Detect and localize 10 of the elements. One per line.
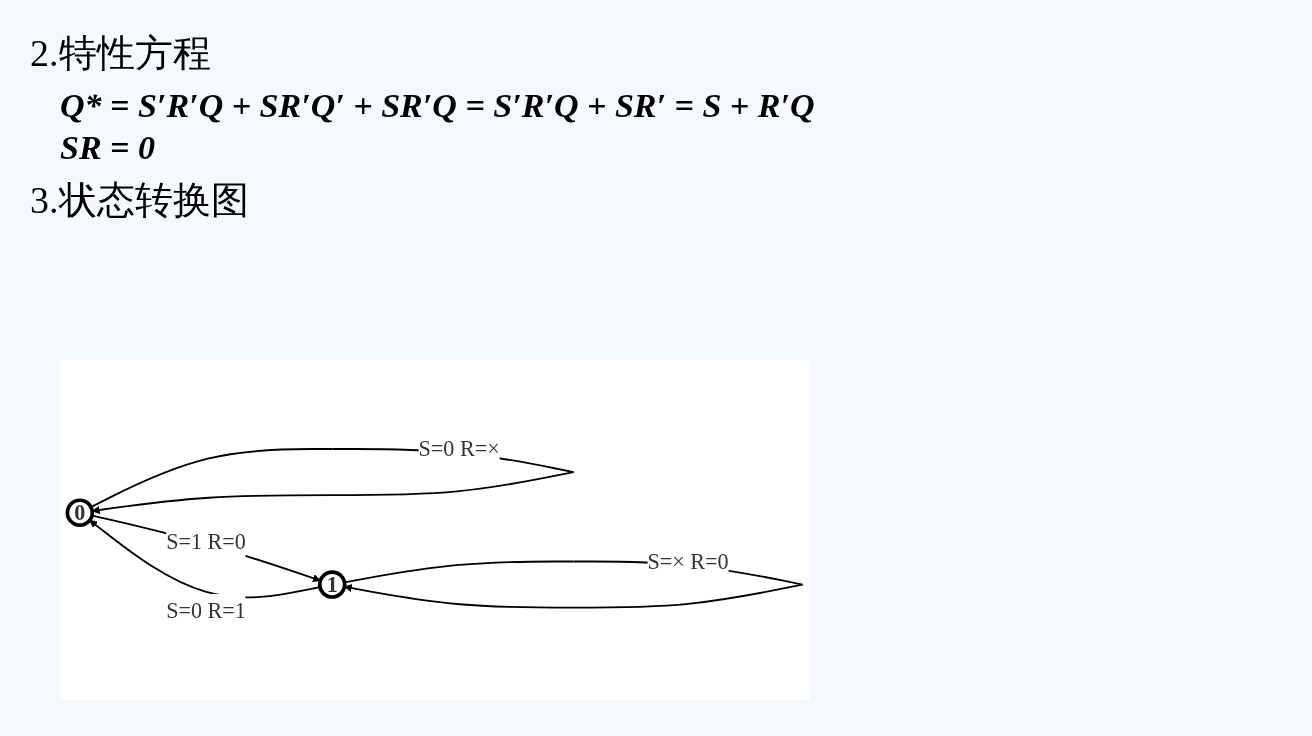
edge-label: S=× R=0 [647,549,729,574]
node-circle: 1 [317,570,347,600]
node-circle: 0 [65,498,95,528]
section-heading: 3.状态转换图 [30,178,250,223]
edge-label: S=0 R=× [418,437,500,462]
formula: SR = 0 [60,129,156,167]
edge-label: S=0 R=1 [166,598,246,623]
formula: Q* = S′R′Q + SR′Q′ + SR′Q = S′R′Q + SR′ = S + R′Q [60,87,815,125]
section-heading: 2.特性方程 [30,31,212,76]
edge-label: S=1 R=0 [166,530,246,555]
